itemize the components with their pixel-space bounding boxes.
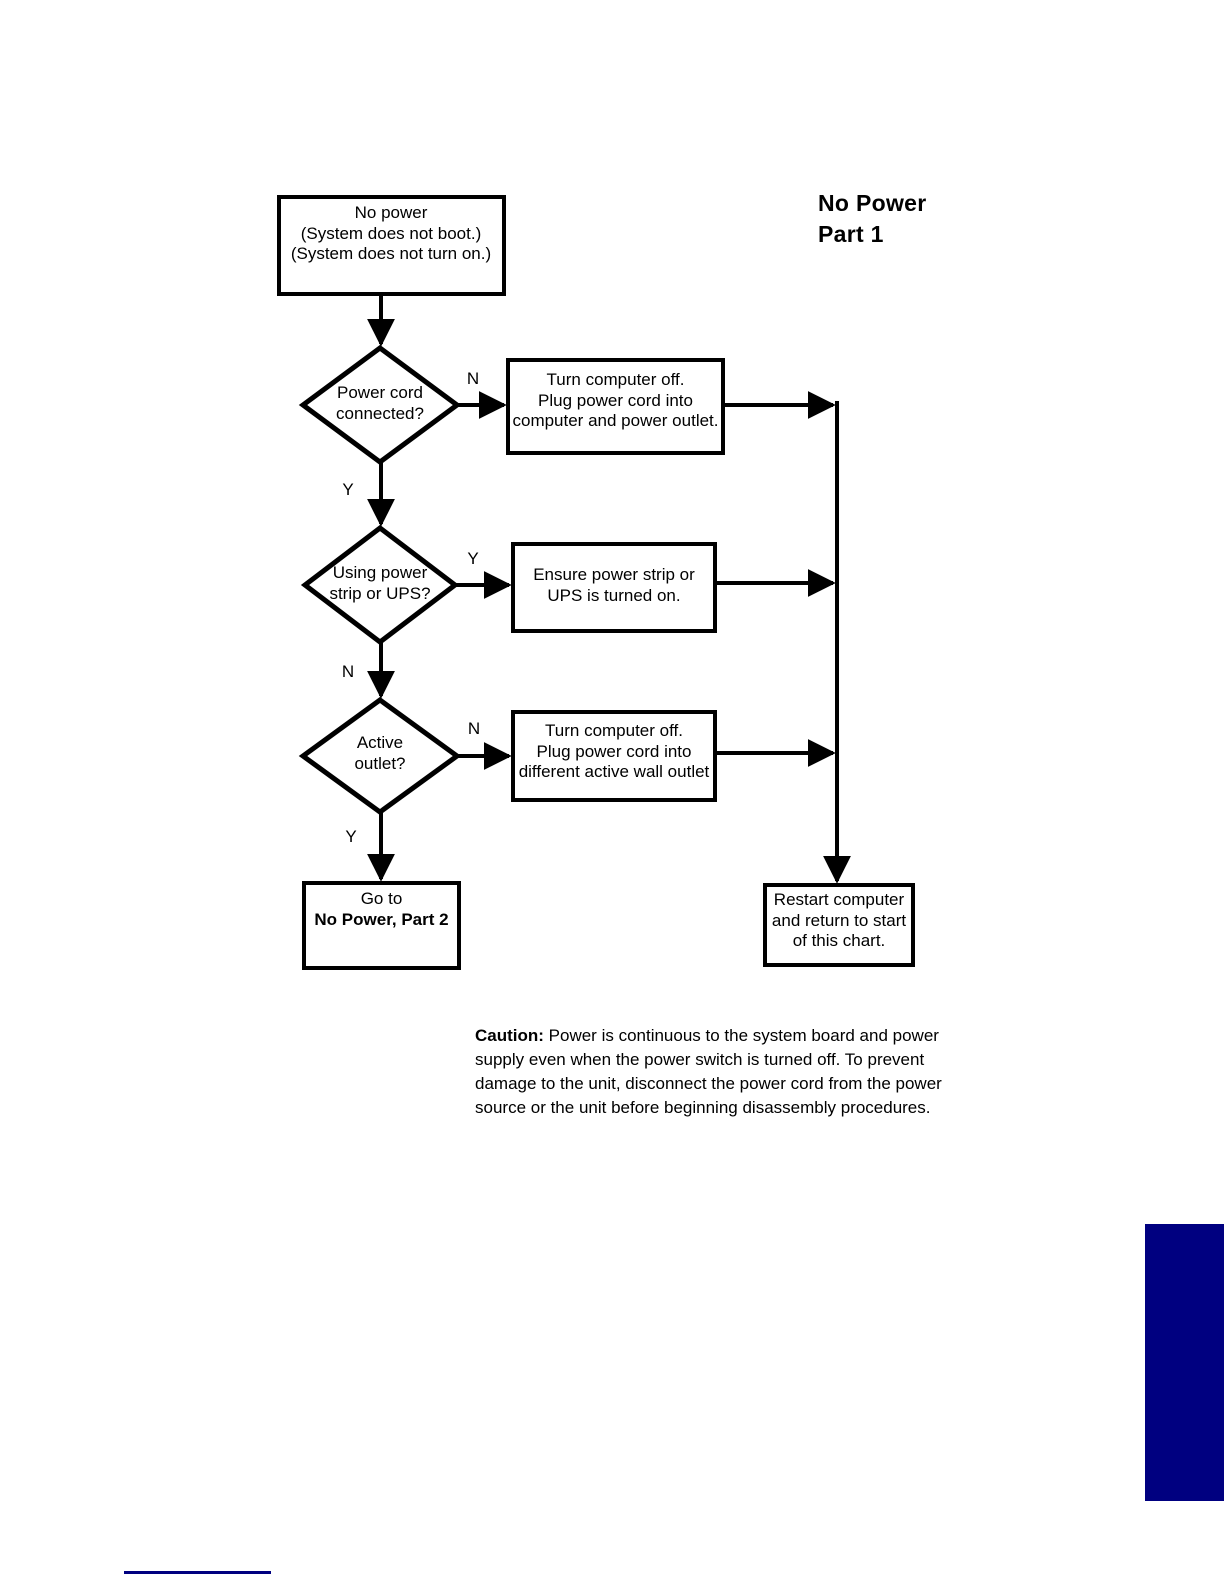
edge-label-decision3-yes: Y [345,827,357,846]
node-start-box [277,195,506,296]
edge-label-decision2-yes: Y [467,549,479,568]
chart-title-line1: No Power [818,190,927,216]
edge-label-decision3-no: N [467,719,481,738]
node-goto-part2-box [302,881,461,970]
chart-title: No Power Part 1 [818,188,926,250]
caution-note: Caution: Power is continuous to the syst… [475,1024,955,1121]
chart-title-line2: Part 1 [818,221,884,248]
footer-rule [124,1571,271,1574]
edge-label-decision1-yes: Y [342,480,354,499]
edge-label-decision2-no: N [341,662,355,681]
edge-label-decision1-no: N [466,369,480,388]
page-edge-tab [1145,1224,1224,1501]
node-decision-active-outlet-diamond [298,696,462,816]
node-restart-box [763,883,915,967]
caution-body: Power is continuous to the system board … [475,1026,942,1118]
node-action-different-outlet-box [511,710,717,802]
node-action-plug-cord-box [506,358,725,455]
node-decision-power-cord-diamond [298,344,462,466]
node-action-ensure-strip-box [511,542,717,633]
caution-heading: Caution: [475,1026,544,1045]
node-decision-power-strip-diamond [300,524,460,646]
